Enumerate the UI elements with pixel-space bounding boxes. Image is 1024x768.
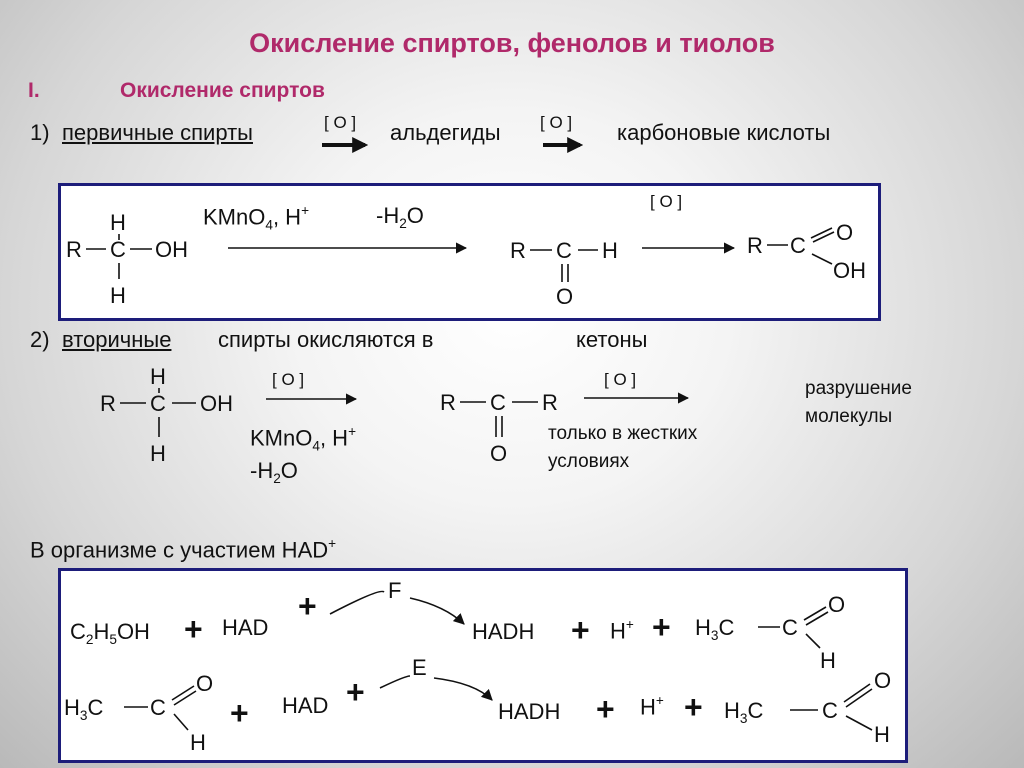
acid-o: O bbox=[836, 220, 854, 245]
secondary-water-loss: -H2O bbox=[250, 458, 298, 486]
oxidation-label-1: [ O ] bbox=[324, 113, 357, 132]
acid-r: R bbox=[747, 233, 763, 258]
ketone-c: C bbox=[490, 390, 506, 415]
acetaldehyde-ch3-1: H3C bbox=[695, 615, 735, 643]
acetaldehyde-h-3: H bbox=[874, 722, 890, 747]
plus-3: + bbox=[571, 612, 590, 648]
secondary-oxidize-text: спирты окисляются в bbox=[218, 327, 434, 352]
carboxylic-acids-label: карбоновые кислоты bbox=[617, 120, 831, 145]
organism-label: В организме с участием HAD+ bbox=[30, 536, 337, 563]
acid-c: C bbox=[790, 233, 806, 258]
aldehydes-label: альдегиды bbox=[390, 120, 501, 145]
primary-alcohol-c: C bbox=[110, 237, 126, 262]
had-2: HAD bbox=[282, 693, 329, 718]
primary-alcohol-oh: OH bbox=[155, 237, 188, 262]
hadh-1: HADH bbox=[472, 619, 535, 644]
acid-oh: OH bbox=[833, 258, 866, 283]
primary-alcohol-h-bottom: H bbox=[110, 283, 126, 308]
secondary-alcohol-h-bottom: H bbox=[150, 441, 166, 466]
secondary-alcohol-r: R bbox=[100, 391, 116, 416]
secondary-reagent: KMnO4, H+ bbox=[250, 424, 357, 454]
primary-alcohol-h-top: H bbox=[110, 210, 126, 235]
acetaldehyde-c-3: C bbox=[822, 698, 838, 723]
ketone-r-left: R bbox=[440, 390, 456, 415]
plus-6: + bbox=[346, 674, 365, 710]
plus-8: + bbox=[684, 689, 703, 725]
plus-7: + bbox=[596, 691, 615, 727]
page-title: Окисление спиртов, фенолов и тиолов bbox=[249, 28, 775, 58]
secondary-oxidation-label: [ O ] bbox=[272, 370, 305, 389]
plus-1: + bbox=[184, 611, 203, 647]
aldehyde-c: C bbox=[556, 238, 572, 263]
enzyme-f: F bbox=[388, 578, 402, 603]
acetaldehyde-h-2: H bbox=[190, 730, 206, 755]
ketone-o: O bbox=[490, 441, 508, 466]
secondary-alcohol-h-top: H bbox=[150, 364, 166, 389]
secondary-alcohol-c: C bbox=[150, 391, 166, 416]
acetaldehyde-c-2: C bbox=[150, 695, 166, 720]
acetaldehyde-o-3: O bbox=[874, 668, 892, 693]
plus-2: + bbox=[298, 588, 317, 624]
hadh-2: HADH bbox=[498, 699, 561, 724]
primary-reagent: KMnO4, H+ bbox=[203, 203, 310, 233]
enzyme-e: E bbox=[412, 655, 427, 680]
primary-oxidation-box bbox=[58, 183, 881, 321]
aldehyde-r: R bbox=[510, 238, 526, 263]
plus-5: + bbox=[230, 695, 249, 731]
acetaldehyde-o-1: O bbox=[828, 592, 846, 617]
ketones-label: кетоны bbox=[576, 327, 648, 352]
proton-2: H+ bbox=[640, 693, 664, 720]
secondary-alcohols-label: вторичные bbox=[62, 327, 172, 352]
ketone-oxidation-label: [ O ] bbox=[604, 370, 637, 389]
ethanol: C2H5OH bbox=[70, 619, 150, 647]
aldehyde-h: H bbox=[602, 238, 618, 263]
aldehyde-o: O bbox=[556, 284, 574, 309]
aldehyde-oxidation-label: [ O ] bbox=[650, 192, 683, 211]
acetaldehyde-h-1: H bbox=[820, 648, 836, 673]
organism-reaction-box bbox=[58, 568, 908, 763]
oxidation-label-2: [ O ] bbox=[540, 113, 573, 132]
acetaldehyde-ch3-3: H3C bbox=[724, 698, 764, 726]
item-number-1: 1) bbox=[30, 120, 50, 145]
primary-alcohol-r: R bbox=[66, 237, 82, 262]
primary-water-loss: -H2O bbox=[376, 203, 424, 231]
had-1: HAD bbox=[222, 615, 269, 640]
acetaldehyde-o-2: O bbox=[196, 671, 214, 696]
section-title: Окисление спиртов bbox=[120, 79, 325, 102]
acetaldehyde-c-1: C bbox=[782, 615, 798, 640]
proton-1: H+ bbox=[610, 617, 634, 644]
plus-4: + bbox=[652, 609, 671, 645]
secondary-alcohol-oh: OH bbox=[200, 391, 233, 416]
ketone-r-right: R bbox=[542, 390, 558, 415]
item-number-2: 2) bbox=[30, 327, 50, 352]
acetaldehyde-ch3-2: H3C bbox=[64, 695, 104, 723]
primary-alcohols-label: первичные спирты bbox=[62, 120, 253, 145]
section-number: I. bbox=[28, 79, 40, 102]
